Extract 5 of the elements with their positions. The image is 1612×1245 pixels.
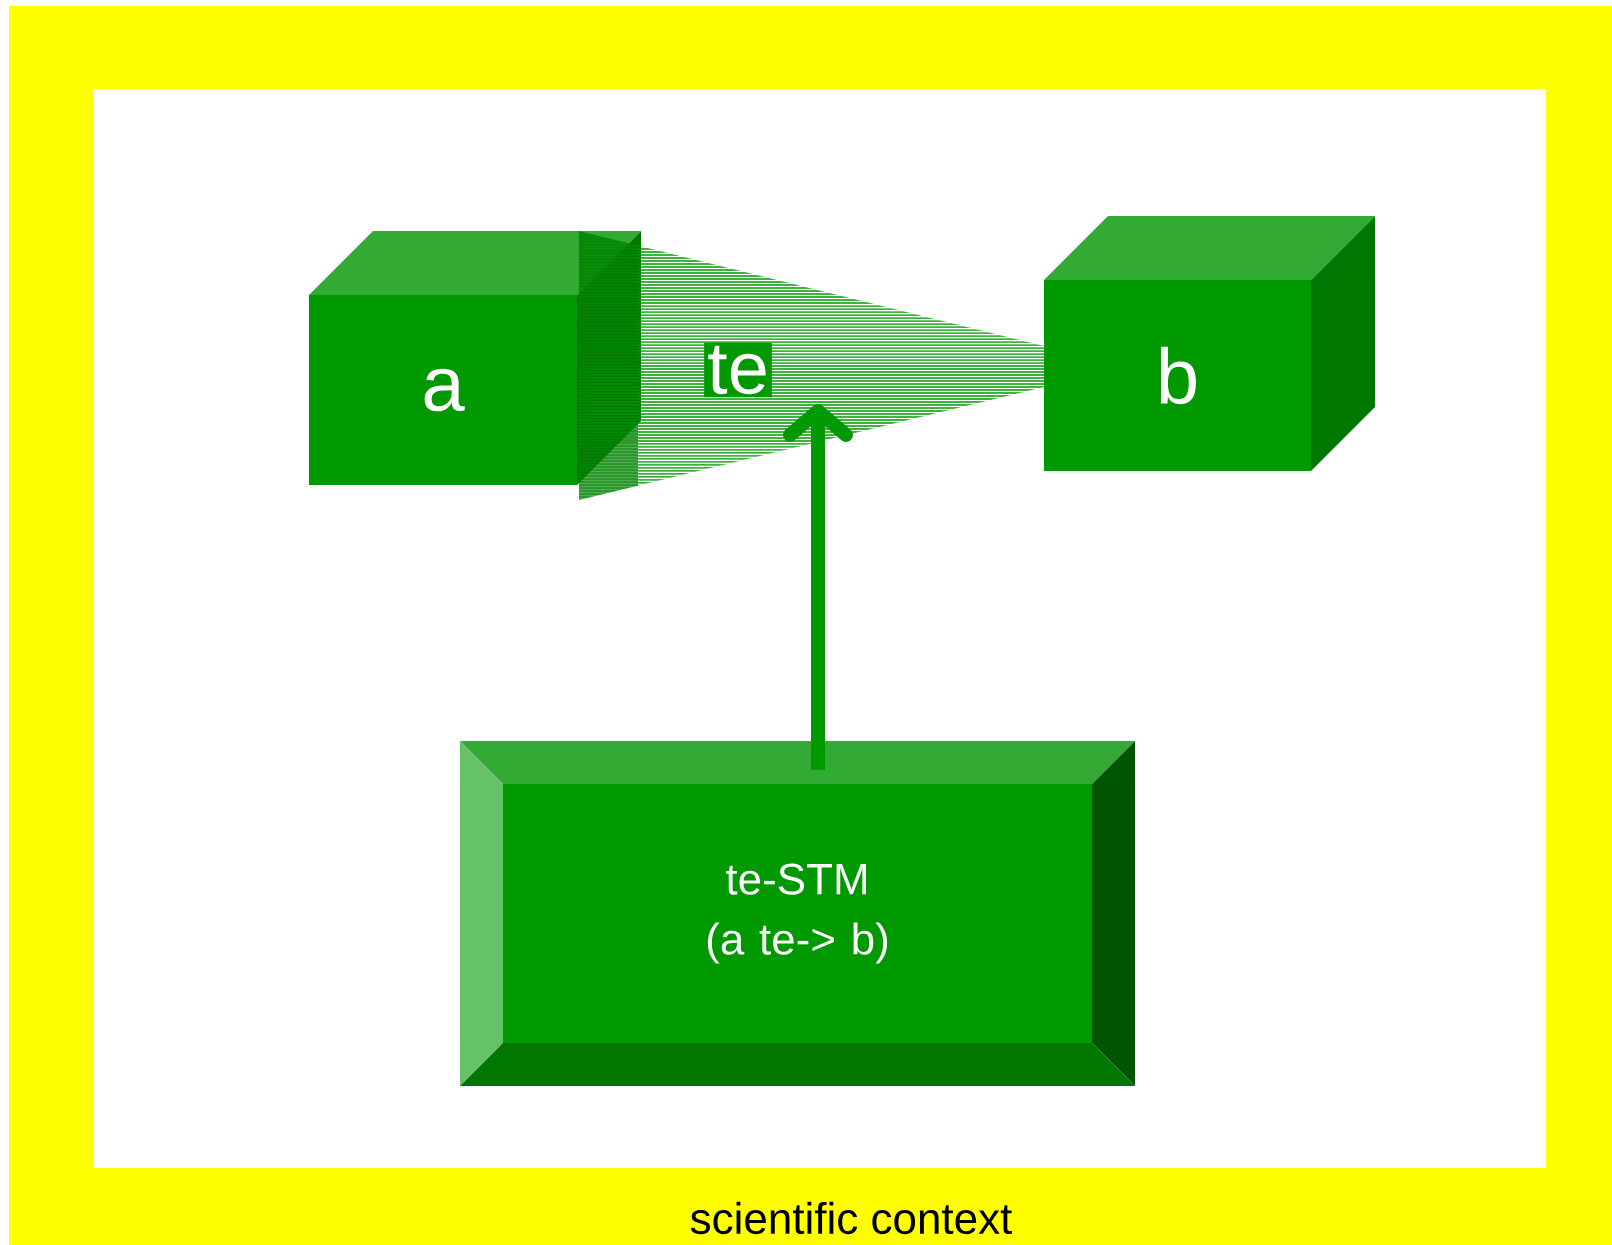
arrow <box>783 404 853 770</box>
cube: b <box>1044 216 1375 471</box>
hatched-wedge: te <box>579 231 1044 500</box>
beveled-box: te-STM (a te-> b) <box>460 741 1135 1086</box>
cube: a <box>309 231 641 485</box>
